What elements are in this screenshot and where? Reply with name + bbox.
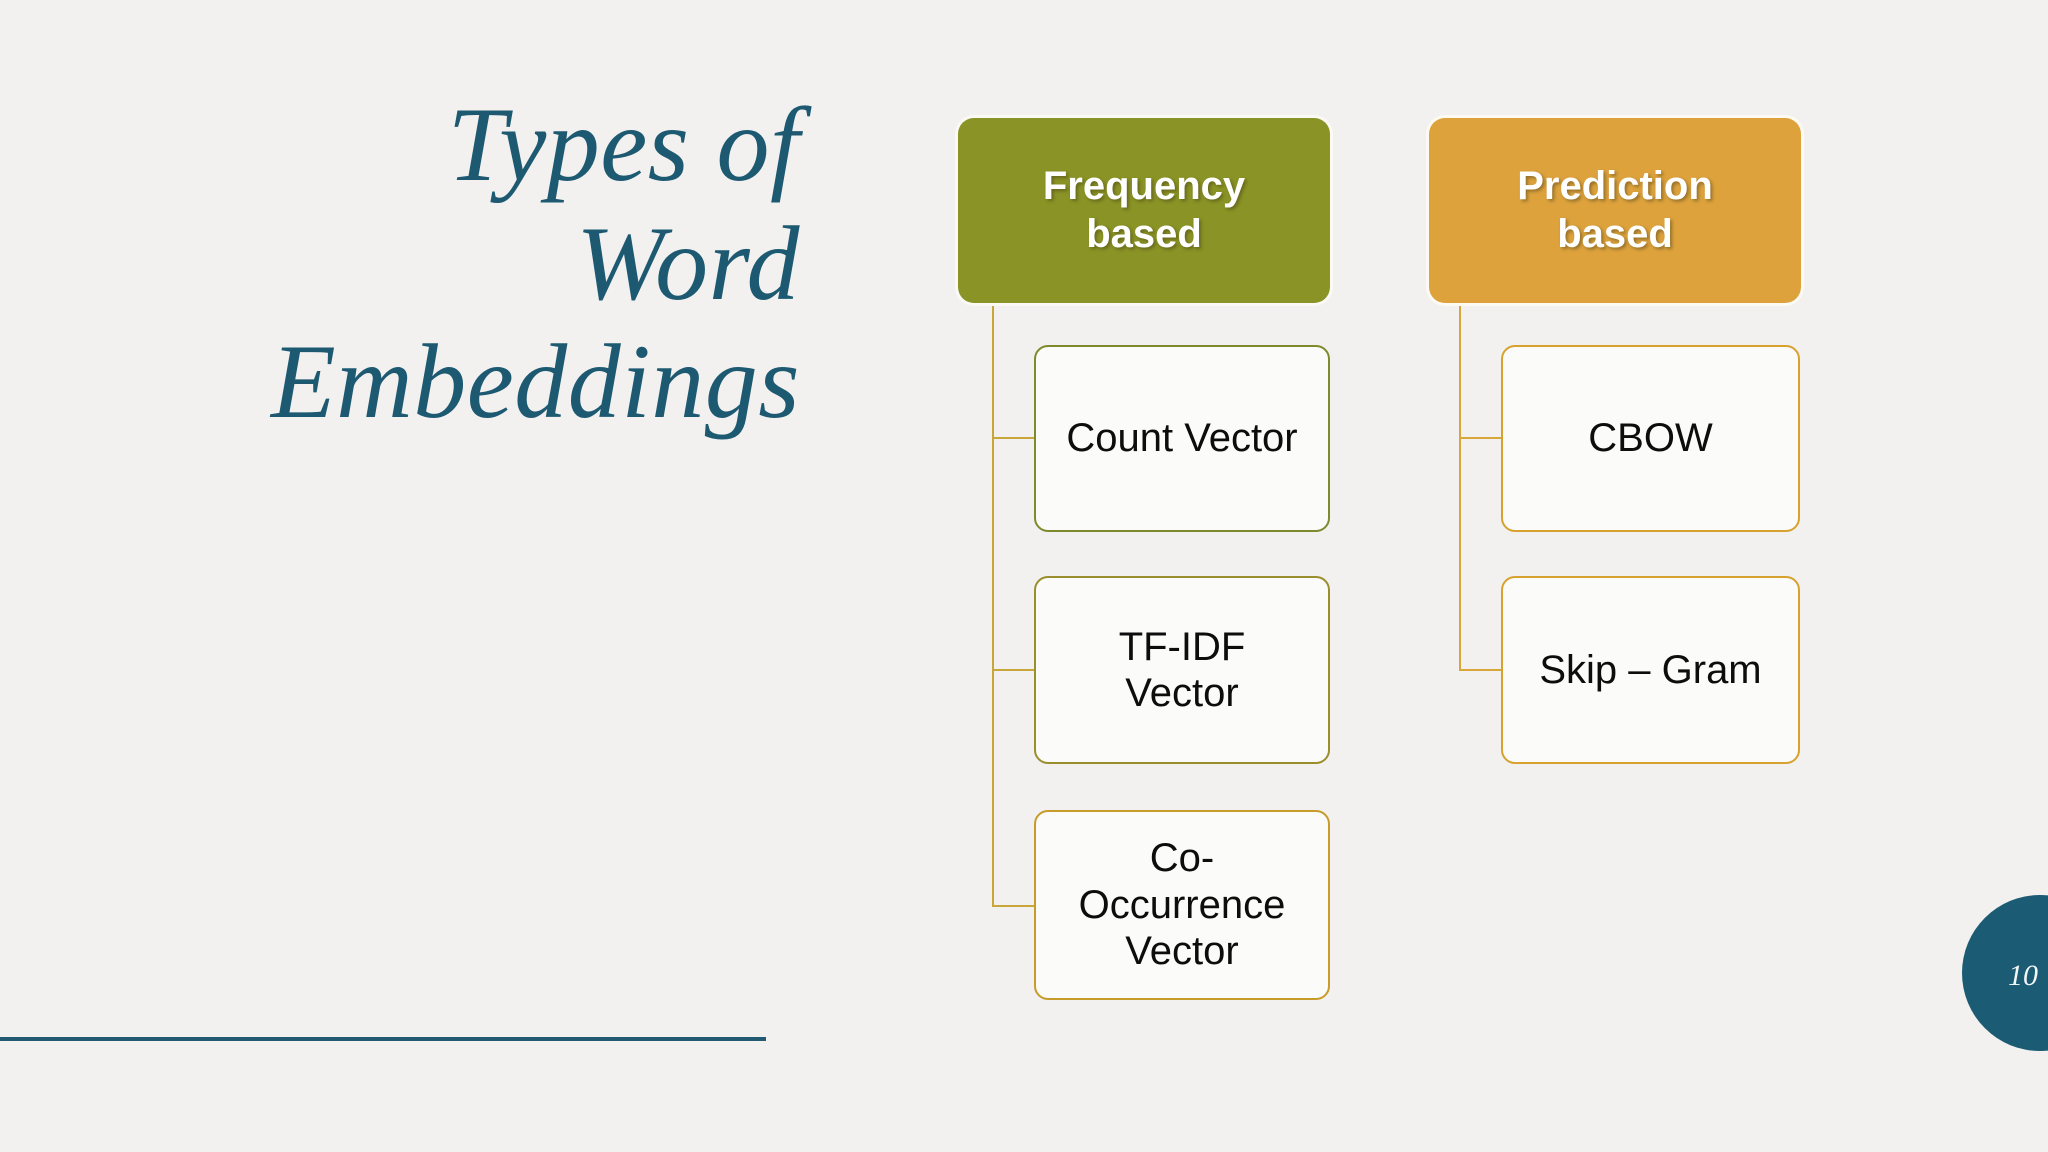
page-number: 10 bbox=[2008, 959, 2038, 992]
node-tfidf-vector[interactable]: TF-IDF Vector bbox=[1034, 576, 1330, 764]
node-prediction-based-line-2: based bbox=[1557, 211, 1673, 256]
page-title: Types of Word Embeddings bbox=[120, 86, 800, 442]
footer-divider bbox=[0, 1037, 766, 1041]
connector-branch-cbow bbox=[1459, 437, 1501, 439]
node-cooccurrence-vector[interactable]: Co- Occurrence Vector bbox=[1034, 810, 1330, 1000]
node-count-vector-line-1: Count Vector bbox=[1066, 416, 1298, 461]
node-frequency-based[interactable]: Frequency based bbox=[958, 118, 1330, 303]
node-cooccurrence-vector-line-3: Vector bbox=[1125, 929, 1239, 974]
node-cooccurrence-vector-line-2: Occurrence bbox=[1078, 882, 1286, 927]
node-frequency-based-line-1: Frequency bbox=[1042, 164, 1246, 209]
connector-branch-count-vector bbox=[992, 437, 1036, 439]
node-skip-gram-line-1: Skip – Gram bbox=[1539, 647, 1762, 692]
node-prediction-based-line-1: Prediction bbox=[1517, 164, 1713, 209]
connector-branch-tfidf-vector bbox=[992, 669, 1036, 671]
connector-spine-prediction bbox=[1459, 302, 1461, 671]
page-title-line-3: Embeddings bbox=[270, 323, 800, 441]
page-title-line-2: Word bbox=[576, 204, 800, 322]
node-cbow[interactable]: CBOW bbox=[1501, 345, 1800, 532]
node-cbow-line-1: CBOW bbox=[1588, 416, 1713, 461]
page-title-line-1: Types of bbox=[447, 86, 800, 203]
node-tfidf-vector-line-1: TF-IDF bbox=[1118, 624, 1246, 669]
node-cooccurrence-vector-line-1: Co- bbox=[1149, 836, 1215, 881]
node-prediction-based[interactable]: Prediction based bbox=[1429, 118, 1801, 303]
node-frequency-based-line-2: based bbox=[1086, 211, 1202, 256]
node-skip-gram[interactable]: Skip – Gram bbox=[1501, 576, 1800, 764]
node-tfidf-vector-line-2: Vector bbox=[1125, 671, 1239, 715]
connector-branch-cooccurrence-vector bbox=[992, 905, 1036, 907]
node-count-vector[interactable]: Count Vector bbox=[1034, 345, 1330, 532]
connector-branch-skip-gram bbox=[1459, 669, 1501, 671]
connector-spine-frequency bbox=[992, 302, 994, 907]
